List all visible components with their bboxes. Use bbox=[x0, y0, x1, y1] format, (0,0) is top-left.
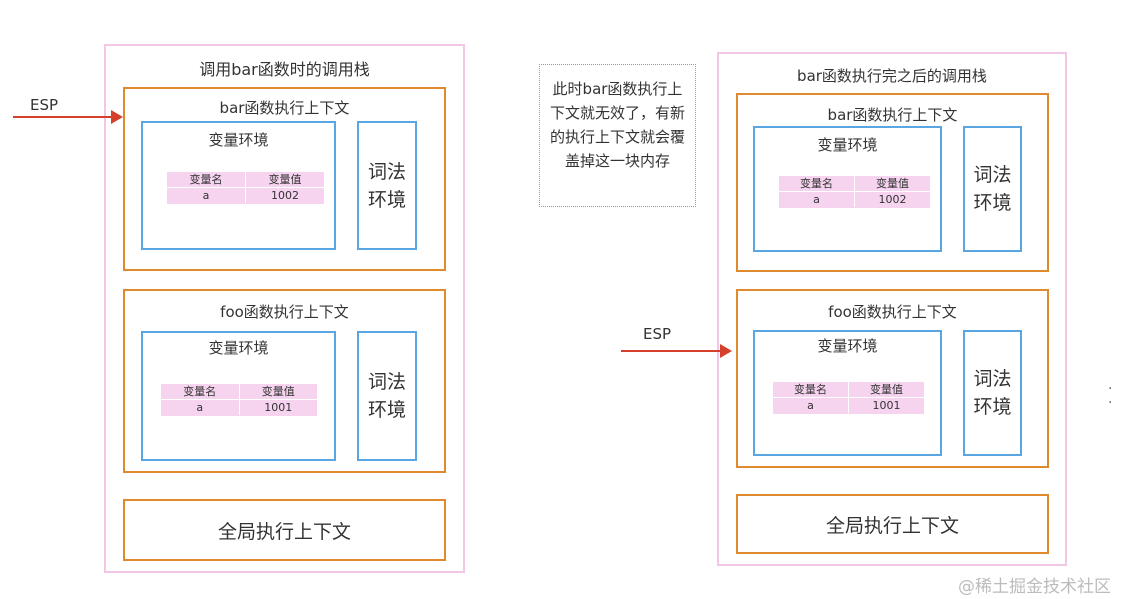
left-bar-lexical-env: 词法 环境 bbox=[357, 121, 417, 250]
right-foo-context bbox=[736, 289, 1049, 468]
table-row: a 1001 bbox=[161, 399, 317, 415]
table-cell: 1002 bbox=[854, 192, 930, 207]
right-stack-title: bar函数执行完之后的调用栈 bbox=[797, 67, 987, 85]
left-global-context-title: 全局执行上下文 bbox=[217, 520, 351, 543]
left-esp-label: ESP bbox=[30, 96, 59, 114]
table-row: a 1002 bbox=[779, 191, 930, 207]
left-foo-lexical-env: 词法 环境 bbox=[357, 331, 417, 461]
right-global-context-title: 全局执行上下文 bbox=[825, 514, 959, 537]
table-row: a 1001 bbox=[773, 397, 924, 413]
table-cell: a bbox=[807, 399, 814, 412]
right-bar-variable-env-title: 变量环境 bbox=[817, 136, 878, 154]
table-header-cell: 变量值 bbox=[238, 384, 318, 399]
table-header-cell: 变量名 bbox=[183, 385, 217, 398]
right-call-stack bbox=[717, 52, 1067, 566]
edge-dots-icon: ·· bbox=[1108, 381, 1113, 411]
right-bar-lexical-env-label: 词法 环境 bbox=[973, 164, 1012, 214]
right-foo-lexical-env-label: 词法 环境 bbox=[973, 368, 1012, 418]
explanation-note: 此时bar函数执行上下文就无效了，有新的执行上下文就会覆盖掉这一块内存 bbox=[539, 64, 696, 207]
table-cell: a bbox=[202, 189, 210, 202]
left-call-stack bbox=[104, 44, 465, 573]
right-esp-arrow-line bbox=[621, 350, 721, 352]
right-bar-context bbox=[736, 93, 1049, 272]
table-header-cell: 变量名 bbox=[800, 177, 833, 190]
table-cell: 1001 bbox=[848, 398, 924, 413]
right-bar-context-title: bar函数执行上下文 bbox=[827, 106, 958, 124]
table-header-cell: 变量值 bbox=[854, 176, 930, 191]
table-header-row: 变量名 变量值 bbox=[161, 384, 317, 399]
left-bar-lexical-env-label: 词法 环境 bbox=[367, 160, 406, 211]
table-header-cell: 变量值 bbox=[245, 172, 324, 187]
table-header-cell: 变量值 bbox=[848, 382, 924, 397]
right-bar-variable-table: 变量名 变量值 a 1002 bbox=[779, 176, 930, 208]
right-bar-variable-env bbox=[753, 126, 942, 252]
table-header-row: 变量名 变量值 bbox=[773, 382, 924, 397]
table-header-row: 变量名 变量值 bbox=[167, 172, 324, 187]
left-bar-variable-env bbox=[141, 121, 336, 250]
left-bar-context-title: bar函数执行上下文 bbox=[219, 99, 350, 117]
right-foo-variable-env-title: 变量环境 bbox=[817, 337, 878, 355]
table-row: a 1002 bbox=[167, 187, 324, 203]
right-esp-arrow-head bbox=[720, 344, 732, 358]
left-foo-lexical-env-label: 词法 环境 bbox=[367, 371, 406, 421]
right-global-context: 全局执行上下文 bbox=[736, 494, 1049, 554]
right-bar-lexical-env: 词法 环境 bbox=[963, 126, 1022, 252]
table-header-cell: 变量名 bbox=[189, 173, 223, 186]
left-foo-variable-env-title: 变量环境 bbox=[208, 339, 269, 357]
table-header-cell: 变量名 bbox=[794, 383, 827, 396]
table-cell: 1002 bbox=[245, 188, 324, 203]
left-foo-context bbox=[123, 289, 446, 473]
explanation-note-text: 此时bar函数执行上下文就无效了，有新的执行上下文就会覆盖掉这一块内存 bbox=[549, 80, 685, 170]
table-cell: a bbox=[196, 401, 204, 414]
left-bar-variable-env-title: 变量环境 bbox=[208, 131, 269, 149]
right-foo-variable-env bbox=[753, 330, 942, 456]
left-stack-title: 调用bar函数时的调用栈 bbox=[199, 60, 370, 79]
watermark: @稀土掘金技术社区 bbox=[958, 577, 1111, 597]
left-bar-variable-table: 变量名 变量值 a 1002 bbox=[167, 172, 324, 204]
table-cell: 1001 bbox=[238, 400, 318, 415]
right-foo-context-title: foo函数执行上下文 bbox=[828, 303, 957, 321]
left-esp-arrow-head bbox=[111, 110, 123, 124]
left-foo-variable-table: 变量名 变量值 a 1001 bbox=[161, 384, 317, 416]
right-foo-variable-table: 变量名 变量值 a 1001 bbox=[773, 382, 924, 414]
left-esp-arrow-line bbox=[13, 116, 113, 118]
table-header-row: 变量名 变量值 bbox=[779, 176, 930, 191]
right-foo-lexical-env: 词法 环境 bbox=[963, 330, 1022, 456]
left-foo-variable-env bbox=[141, 331, 336, 461]
table-cell: a bbox=[813, 193, 820, 206]
right-esp-label: ESP bbox=[643, 325, 672, 343]
left-foo-context-title: foo函数执行上下文 bbox=[220, 303, 349, 321]
left-global-context: 全局执行上下文 bbox=[123, 499, 446, 561]
left-bar-context bbox=[123, 87, 446, 271]
